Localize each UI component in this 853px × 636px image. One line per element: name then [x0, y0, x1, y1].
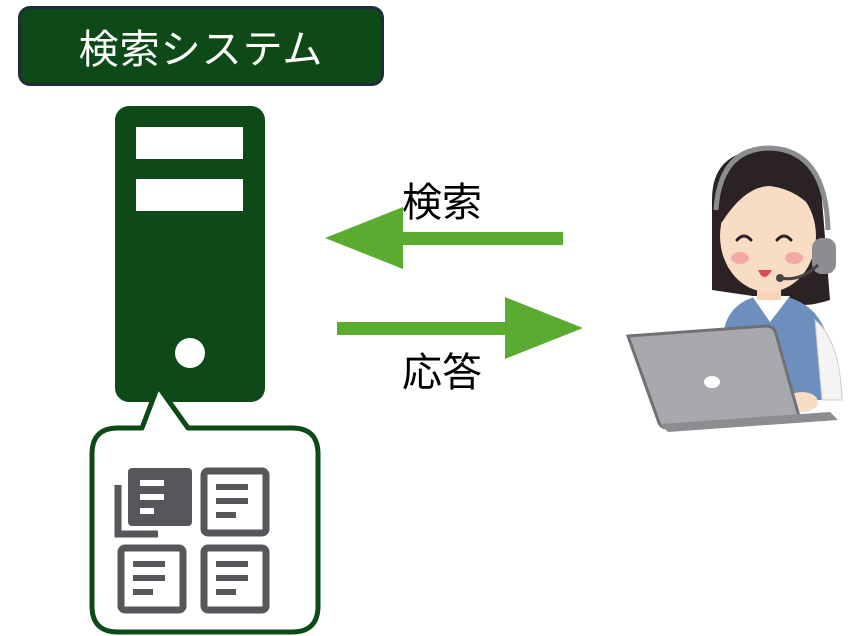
document-icon	[117, 544, 187, 614]
document-icon	[200, 467, 270, 537]
answer-label: 応答	[402, 350, 482, 396]
search-arrow	[325, 207, 563, 269]
document-icon	[114, 468, 192, 538]
system-title: 検索システム	[18, 6, 384, 86]
answer-arrow	[337, 297, 583, 359]
server-icon	[115, 106, 265, 402]
document-icon	[200, 544, 270, 614]
search-label: 検索	[402, 180, 482, 226]
operator-illustration	[625, 145, 843, 432]
